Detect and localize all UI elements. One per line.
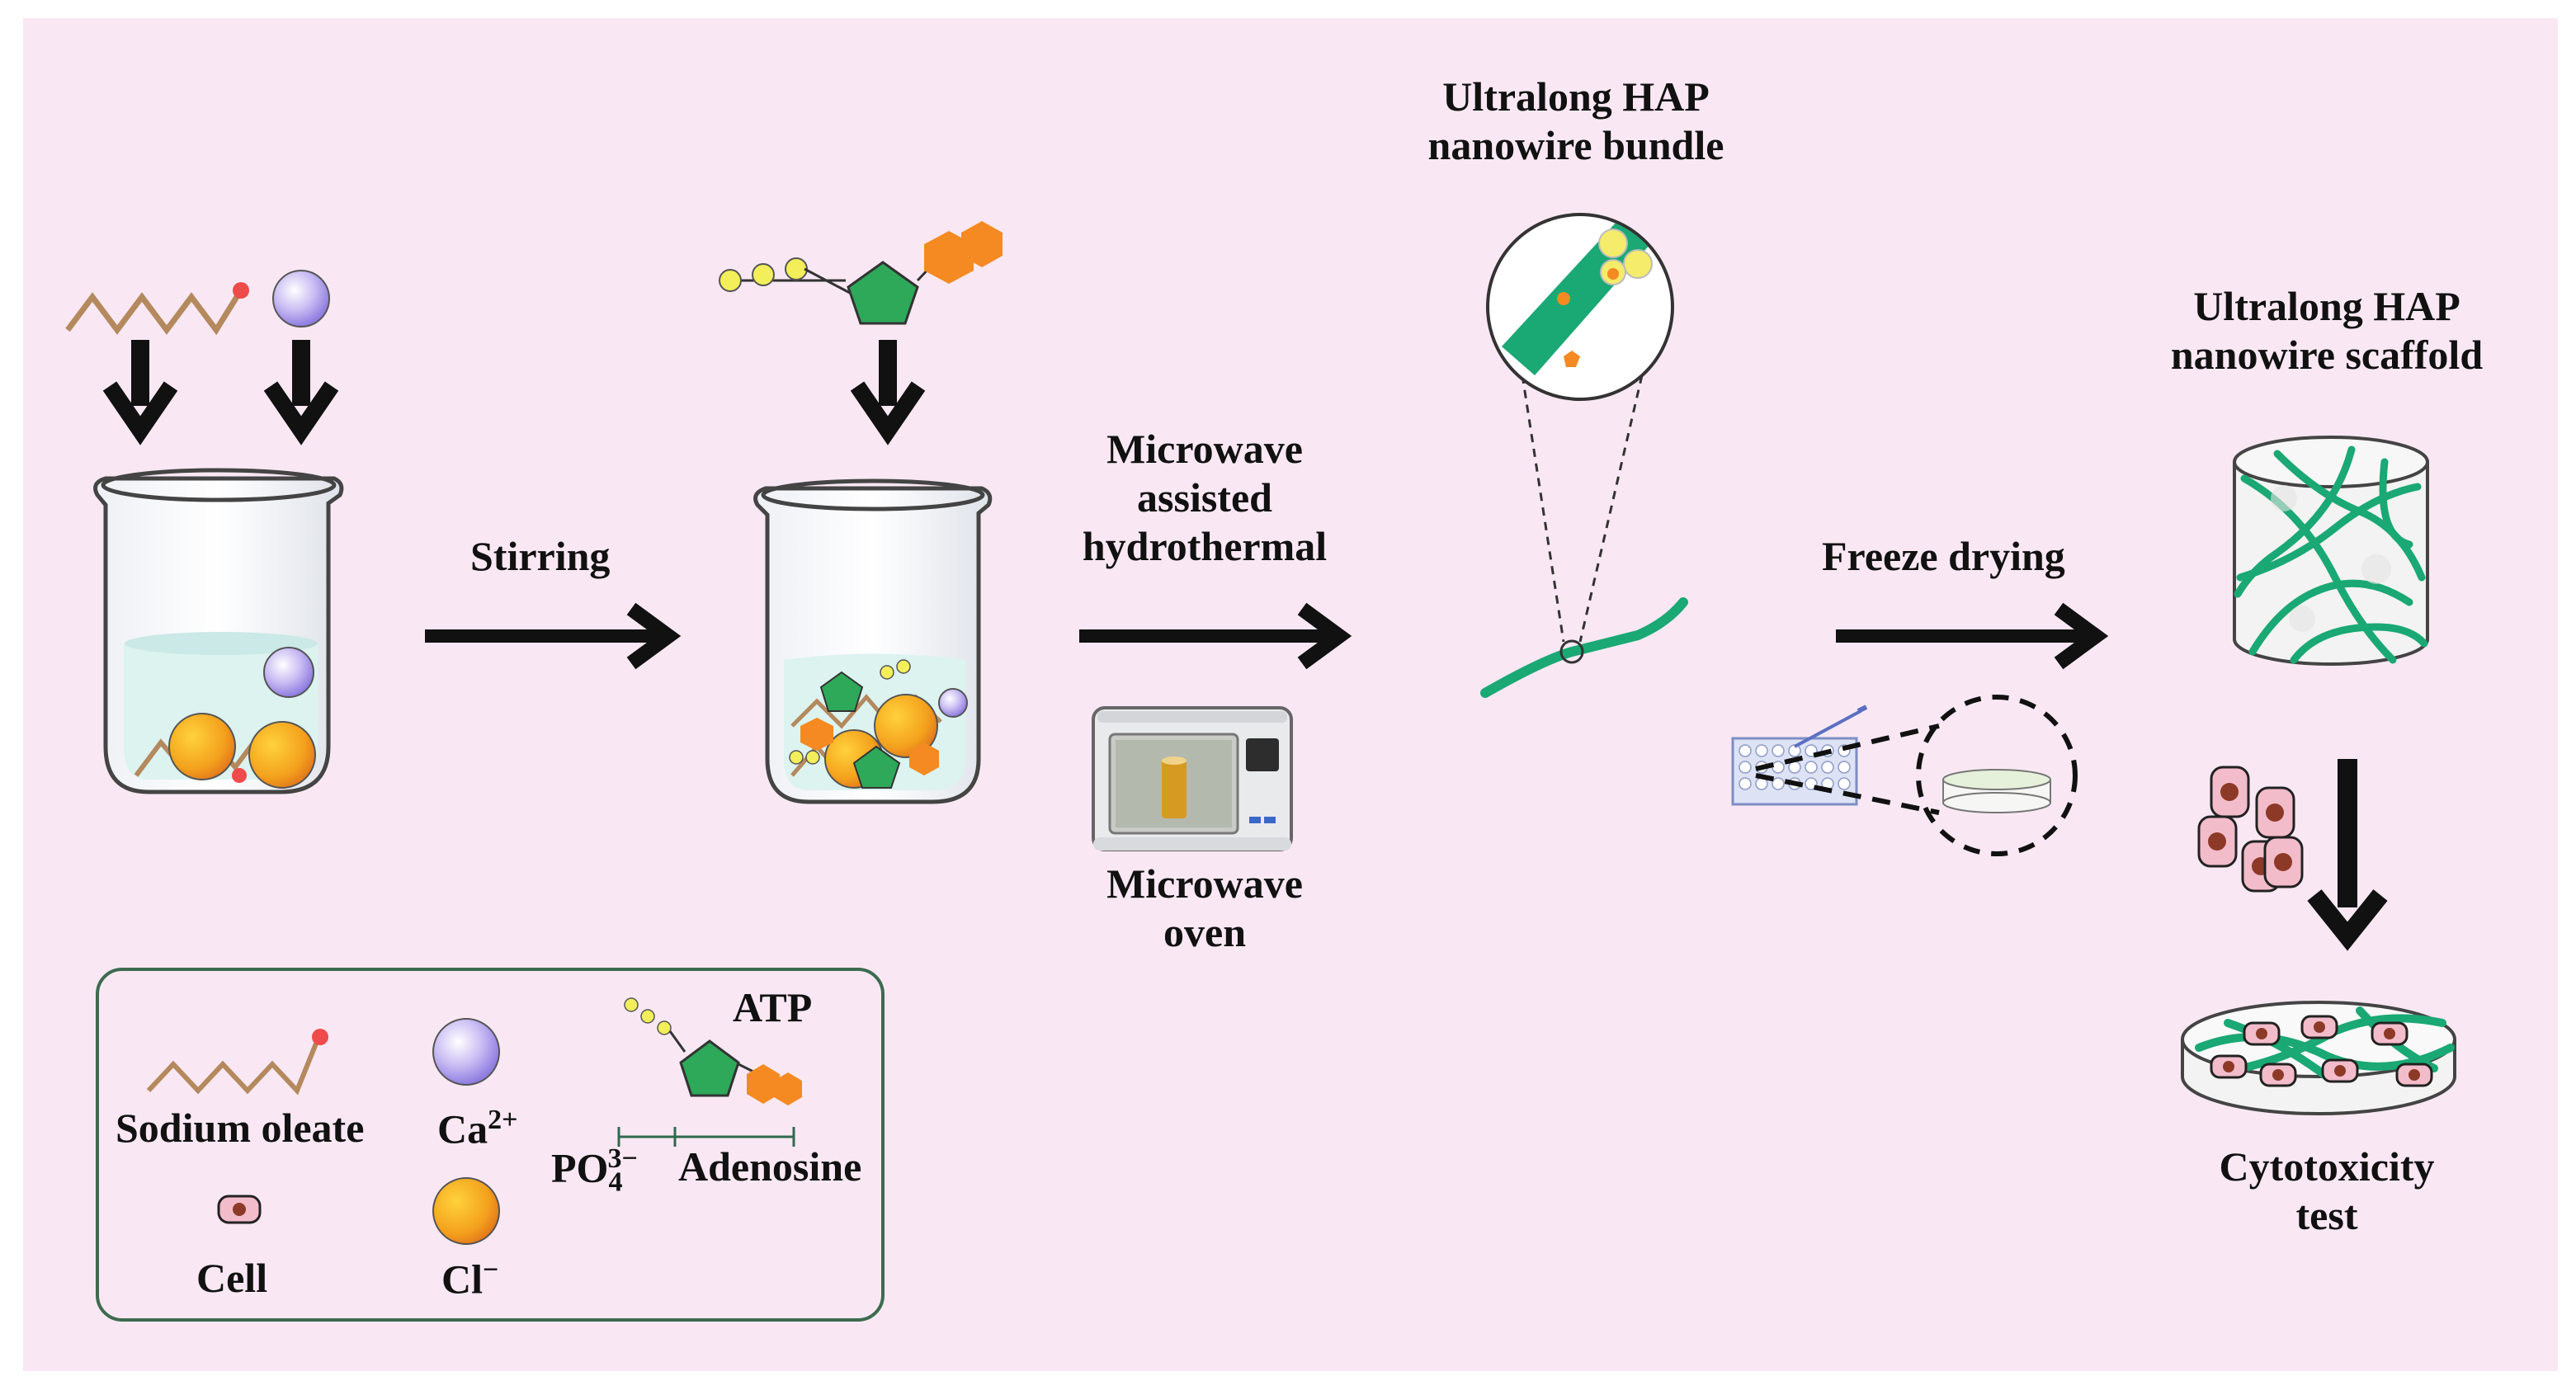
cell-cluster-icon (2197, 766, 2304, 893)
legend-cell-label: Cell (196, 1255, 268, 1301)
legend-chloride-charge: − (483, 1255, 499, 1285)
bundle-label: Ultralong HAP nanowire bundle (1394, 73, 1757, 170)
zoom-guide-line (1755, 773, 1940, 815)
atp-molecule-icon (719, 221, 1003, 325)
nanowire-icon (1480, 597, 1688, 698)
legend-phosphate-charge: 3− (607, 1143, 638, 1174)
petri-dish-icon (1916, 695, 2078, 856)
cyto-line2: test (2295, 1192, 2358, 1238)
legend-adenosine-label: Adenosine (678, 1143, 862, 1190)
microwave-line3: hydrothermal (1082, 523, 1328, 569)
oven-label: Microwave oven (1064, 860, 1345, 957)
step-freeze-label: Freeze drying (1822, 533, 2065, 579)
legend-calcium-icon (432, 1018, 500, 1086)
well-plate-icon (1731, 705, 1868, 806)
legend-oleate-icon (146, 1029, 328, 1096)
scaffold-line2: nanowire scaffold (2170, 332, 2484, 378)
magnifier-circle-icon (1486, 213, 1674, 643)
right-arrow-icon (1836, 602, 2109, 670)
beaker-icon (93, 468, 344, 794)
oven-line1: Microwave (1106, 860, 1303, 907)
bundle-line2: nanowire bundle (1427, 122, 1724, 168)
legend-phosphate-text: PO (551, 1144, 609, 1191)
legend-calcium-charge: 2+ (488, 1105, 518, 1135)
cytotoxicity-label: Cytotoxicity test (2162, 1143, 2492, 1240)
cyto-line1: Cytotoxicity (2219, 1143, 2435, 1190)
down-arrow-icon (2307, 759, 2388, 951)
calcium-ion-icon (272, 270, 330, 328)
oleate-chain-icon (65, 282, 249, 336)
legend-chloride-icon (432, 1177, 500, 1245)
bundle-line1: Ultralong HAP (1442, 73, 1710, 120)
legend-phosphate-subscript: 4 (608, 1166, 623, 1198)
oven-line2: oven (1163, 909, 1246, 955)
microwave-line1: Microwave (1106, 426, 1303, 472)
legend-chloride-text: Cl (441, 1256, 483, 1303)
legend-calcium-label: Ca2+ (437, 1104, 517, 1154)
down-arrow-icon (263, 340, 339, 445)
down-arrow-icon (102, 340, 178, 445)
cytotoxicity-dish-icon (2181, 1001, 2456, 1115)
scaffold-line1: Ultralong HAP (2193, 283, 2460, 329)
scaffold-label: Ultralong HAP nanowire scaffold (2137, 282, 2517, 379)
legend-sodium-oleate-label: Sodium oleate (116, 1105, 365, 1151)
legend-atp-icon (624, 997, 802, 1105)
zoom-spot-icon (1559, 639, 1584, 664)
down-arrow-icon (850, 340, 926, 445)
microwave-line2: assisted (1137, 474, 1272, 521)
scaffold-cylinder-icon (2233, 436, 2429, 666)
right-arrow-icon (1079, 602, 1352, 670)
legend-chloride-label: Cl− (441, 1254, 498, 1304)
right-arrow-icon (425, 602, 682, 670)
legend-bracket-icon (617, 1127, 795, 1147)
legend-phosphate-label: PO43− (551, 1143, 638, 1199)
legend-calcium-text: Ca (437, 1105, 488, 1152)
zoom-guide-line (1755, 723, 1940, 771)
step-stirring-label: Stirring (470, 533, 611, 579)
beaker-icon (753, 478, 993, 804)
microwave-oven-icon (1092, 706, 1293, 851)
legend-cell-icon (217, 1195, 262, 1224)
legend-atp-label: ATP (733, 984, 813, 1030)
step-microwave-label: Microwave assisted hydrothermal (1064, 425, 1345, 571)
